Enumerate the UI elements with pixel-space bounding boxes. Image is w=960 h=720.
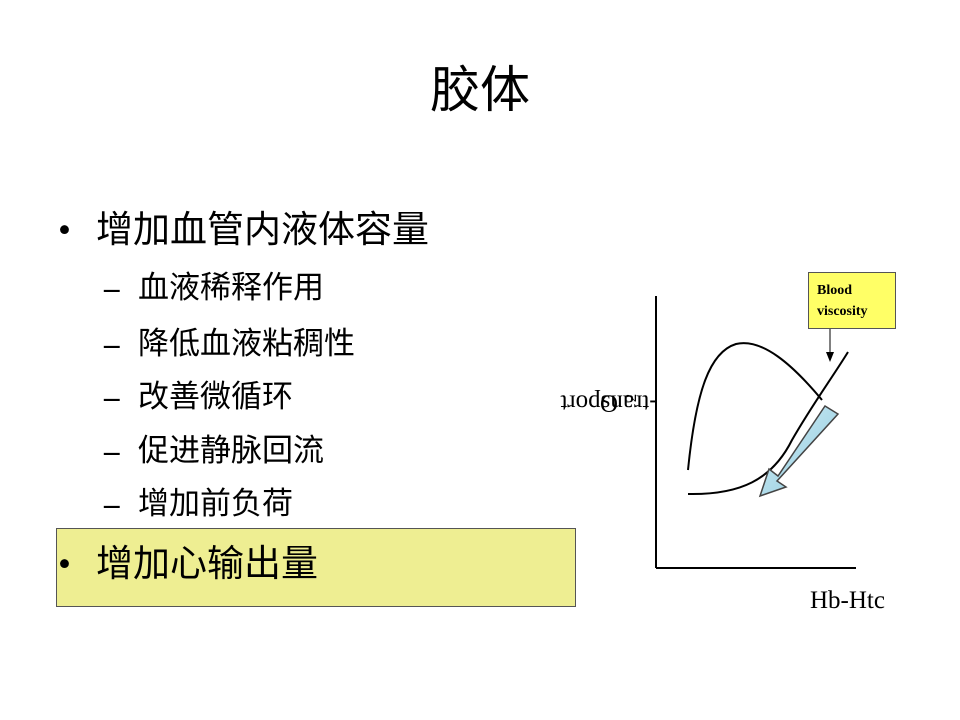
dash-marker: –: [104, 326, 120, 361]
sub-item-text: 促进静脉回流: [138, 433, 324, 469]
sub-item-text: 改善微循环: [138, 379, 293, 415]
y-label-rest: -transport: [560, 389, 658, 417]
oxygen-transport-diagram: [655, 296, 856, 569]
down-arrow-icon: [758, 404, 840, 498]
dash-marker: –: [104, 486, 120, 521]
bullet-item-2: • 增加心输出量: [58, 540, 318, 589]
sub-item-1: –血液稀释作用: [104, 268, 324, 308]
slide-title: 胶体: [430, 61, 530, 119]
sub-item-2: –降低血液粘稠性: [104, 324, 355, 364]
blood-viscosity-curve: [687, 351, 849, 496]
sub-item-text: 血液稀释作用: [138, 270, 324, 306]
sub-item-4: –促进静脉回流: [104, 431, 324, 471]
sub-item-3: –改善微循环: [104, 377, 293, 417]
sub-item-text: 增加前负荷: [138, 486, 293, 522]
bullet-marker: •: [58, 210, 71, 251]
dash-marker: –: [104, 379, 120, 414]
sub-item-5: –增加前负荷: [104, 484, 293, 524]
callout-pointer-head: [826, 352, 834, 362]
bullet-text: 增加血管内液体容量: [96, 208, 429, 251]
dash-marker: –: [104, 433, 120, 468]
dash-marker: –: [104, 270, 120, 305]
bullet-marker: •: [58, 544, 71, 585]
blood-viscosity-callout: Blood viscosity: [808, 272, 896, 329]
sub-item-text: 降低血液粘稠性: [138, 326, 355, 362]
bullet-text: 增加心输出量: [96, 542, 318, 585]
highlight-box: [56, 528, 576, 607]
bullet-item-1: • 增加血管内液体容量: [58, 206, 429, 255]
oxygen-transport-curve: [687, 342, 823, 471]
callout-line-1: Blood: [817, 283, 853, 298]
callout-line-2: viscosity: [817, 304, 868, 319]
x-axis-label: Hb-Htc: [810, 587, 885, 614]
